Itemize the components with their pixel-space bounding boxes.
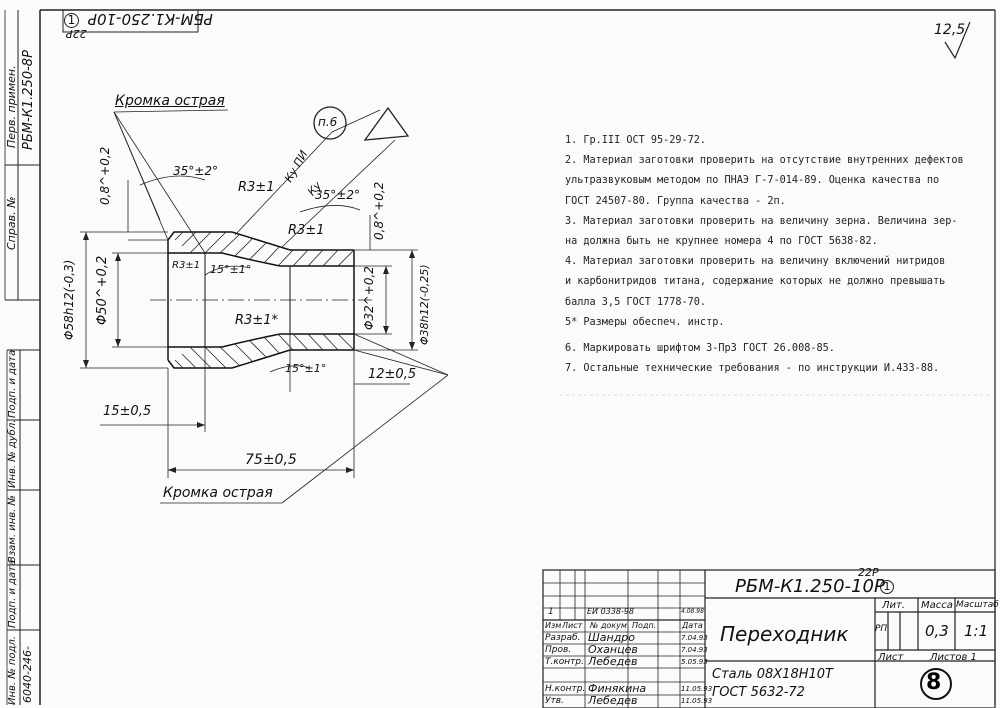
tb-part-name: Переходник <box>720 622 849 646</box>
tb-hdr-list: Лист <box>562 621 583 630</box>
dia-58: Φ58h12(-0,3) <box>62 259 76 340</box>
note-line: ультразвуковым методом по ПНАЭ Г-7-014-8… <box>565 175 940 187</box>
tb-sheet-label: Лист <box>878 652 904 663</box>
tb-change-doc: ЕИ 0338-98 <box>587 607 635 616</box>
tb-role-date: 5.05.93 <box>681 658 708 666</box>
note-line: 7. Остальные технические требования - по… <box>565 363 940 375</box>
tb-material-1: Сталь 08Х18Н10Т <box>712 667 833 682</box>
perv-primen-label: Перв. примен. <box>5 65 18 148</box>
tb-format-number: 8 <box>926 670 942 695</box>
tb-mass-value: 0,3 <box>925 622 949 640</box>
tb-hdr-podp: Подп. <box>632 621 657 630</box>
point-ref-label: п.6 <box>318 115 338 129</box>
note-line: ГОСТ 24507-80. Группа качества - 2п. <box>565 195 786 207</box>
tb-scale-label: Масштаб <box>956 600 999 610</box>
note-line: 5* Размеры обеспеч. инстр. <box>565 316 725 328</box>
tb-scale-value: 1:1 <box>964 622 989 640</box>
tb-designation-circle: 1 <box>880 580 894 594</box>
tb-hdr-izm: Изм <box>545 621 562 630</box>
tb-designation-new: 22Р <box>858 566 879 579</box>
radius-label-3: R3±1 <box>172 260 201 271</box>
tb-designation: РБМ-К1.250-10Р <box>735 576 885 597</box>
tb-hdr-date: Дата <box>682 621 703 630</box>
tb-role-date: 11.05.93 <box>681 685 713 693</box>
chamfer-top-left: 35°±2° <box>173 164 218 178</box>
radius-label-1: R3±1 <box>238 180 275 195</box>
top-stamp-code-new: 22Р <box>66 27 87 40</box>
tb-role-date: 7.04.93 <box>681 646 708 654</box>
dim-08-left: 0,8^+0,2 <box>98 146 112 205</box>
angle-label-2: 15°±1° <box>285 362 327 375</box>
tb-role-date: 11.05.93 <box>681 697 713 705</box>
tb-sheets-label: Листов 1 <box>930 652 977 663</box>
edge-label-bottom: Кромка острая <box>163 485 273 501</box>
tb-role: Пров. <box>545 645 572 655</box>
strip-label-vzam: Взам. инв. № <box>7 495 18 563</box>
tb-lit-value: РП <box>875 624 888 634</box>
perv-primen-value: РБМ-К1.250-8Р <box>21 50 36 150</box>
edge-label-top: Кромка острая <box>115 93 225 109</box>
tb-role-name: Шандро <box>588 631 636 644</box>
dim-08-right: 0,8^+0,2 <box>372 181 386 240</box>
inv-podl-value: 6040-246- <box>21 646 34 703</box>
technical-notes: 1. Гр.III ОСТ 95-29-72. 2. Материал заго… <box>565 131 985 379</box>
note-line: 1. Гр.III ОСТ 95-29-72. <box>565 135 707 146</box>
dia-32: Φ32^+0,2 <box>362 266 376 330</box>
tb-role-date: 7.04.93 <box>681 634 708 642</box>
top-stamp-circle: 1 <box>64 13 79 28</box>
note-line: 4. Материал заготовки проверить на велич… <box>565 256 946 268</box>
strip-label-podp-1: Подп. и дата <box>7 349 18 418</box>
tb-material-2: ГОСТ 5632-72 <box>712 685 805 700</box>
note-line: 6. Маркировать шрифтом 3-Пр3 ГОСТ 26.008… <box>565 343 835 355</box>
tb-mass-label: Масса <box>921 600 953 611</box>
len-15: 15±0,5 <box>103 404 152 419</box>
sprav-label: Справ. № <box>5 196 18 250</box>
len-12: 12±0,5 <box>368 367 417 382</box>
dia-38: Φ38h12(-0,25) <box>418 264 431 345</box>
angle-label-1: 15°±1° <box>210 263 252 276</box>
note-line: 2. Материал заготовки проверить на отсут… <box>565 155 964 167</box>
top-stamp-code: РБМ-К1.250-10Р <box>88 10 213 28</box>
tb-hdr-doc: № докум. <box>590 621 630 630</box>
roughness-value: 12,5 <box>934 22 966 38</box>
tb-change-date: 4.08.98 <box>681 608 704 615</box>
strip-label-podp-2: Подп. и дата <box>7 559 18 628</box>
note-line: и карбонитридов титана, содержание котор… <box>565 276 946 288</box>
strip-label-inv-dubl: Инв. № дубл. <box>7 419 18 488</box>
note-line: балла 3,5 ГОСТ 1778-70. <box>565 296 707 308</box>
tb-role: Утв. <box>545 696 564 706</box>
tb-role-name: Лебедев <box>588 655 638 668</box>
strip-label-inv-podl: Инв. № подл. <box>7 636 18 705</box>
tb-role: Т.контр. <box>545 657 585 667</box>
tb-role: Н.контр. <box>545 684 586 694</box>
tb-role-name: Лебедев <box>588 694 638 707</box>
chamfer-top-right: 35°±2° <box>315 188 360 202</box>
tb-change-num: 1 <box>548 607 554 617</box>
tb-role-name: Финякина <box>588 682 647 695</box>
len-75: 75±0,5 <box>245 452 297 468</box>
tb-lit-label: Лит. <box>882 600 906 611</box>
dia-50: Φ50^+0,2 <box>95 255 110 325</box>
tb-role-name: Оханцев <box>588 643 638 656</box>
radius-label-2: R3±1 <box>288 223 325 238</box>
radius-label-4: R3±1* <box>235 313 278 328</box>
note-line: 3. Материал заготовки проверить на велич… <box>565 215 958 227</box>
tb-role: Разраб. <box>545 633 581 643</box>
note-line: на должна быть не крупнее номера 4 по ГО… <box>565 236 878 248</box>
